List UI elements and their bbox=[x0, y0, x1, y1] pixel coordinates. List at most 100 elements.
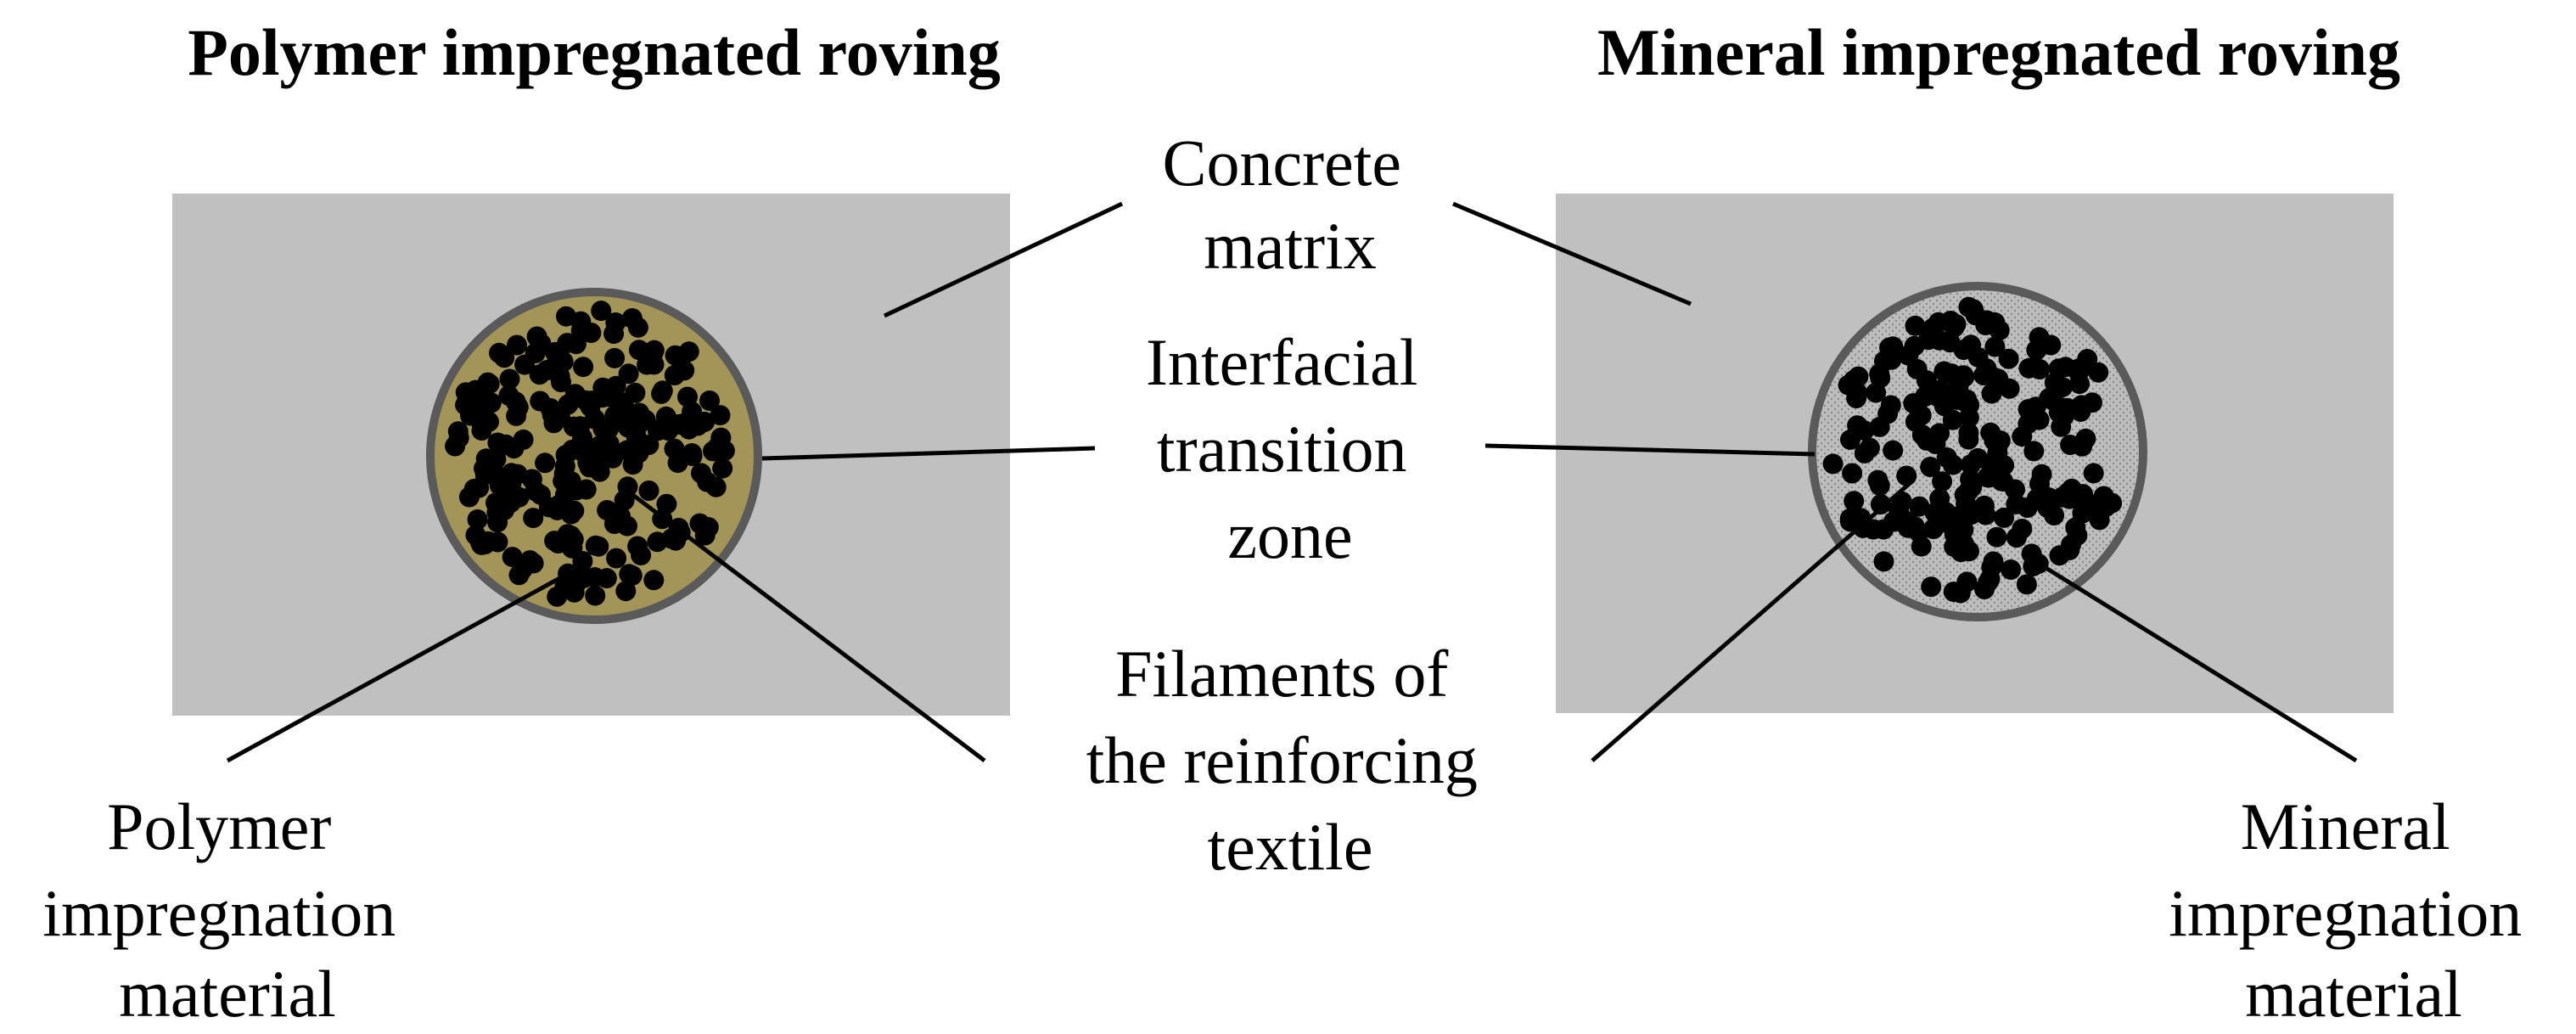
filament-dot bbox=[1929, 488, 1950, 509]
leader-interface-left bbox=[761, 446, 1096, 461]
filament-dot bbox=[514, 354, 536, 375]
filament-dot bbox=[1883, 440, 1904, 461]
filament-dot bbox=[625, 382, 646, 403]
filament-dot bbox=[1980, 422, 2001, 443]
filament-dot bbox=[519, 550, 541, 571]
filament-dot bbox=[1940, 311, 1961, 331]
filament-dot bbox=[1869, 416, 1890, 437]
filament-dot bbox=[1840, 429, 1860, 450]
filament-dot bbox=[665, 530, 687, 551]
filament-dot bbox=[1870, 494, 1891, 514]
left-panel-title: Polymer impregnated roving bbox=[188, 15, 1001, 89]
filament-dot bbox=[1897, 517, 1918, 538]
filament-dot bbox=[647, 531, 668, 553]
leader-polymer-material bbox=[226, 573, 566, 763]
left-filament-bundle bbox=[445, 301, 735, 607]
filament-dot bbox=[1943, 454, 1963, 475]
filament-dot bbox=[1883, 336, 1904, 357]
leader-concrete-left bbox=[883, 201, 1124, 318]
filament-dot bbox=[1933, 396, 1955, 417]
filament-dot bbox=[589, 461, 610, 482]
filament-dot bbox=[1986, 526, 2007, 548]
filament-dot bbox=[1984, 459, 2005, 480]
filament-dot bbox=[2059, 488, 2080, 509]
filament-dot bbox=[712, 458, 733, 479]
filament-dot bbox=[585, 535, 606, 556]
filament-dot bbox=[503, 438, 525, 459]
filament-dot bbox=[2044, 505, 2065, 525]
filament-dot bbox=[1839, 508, 1860, 529]
filament-dot bbox=[1958, 429, 1979, 450]
filament-dot bbox=[1846, 388, 1867, 408]
filament-dot bbox=[1822, 453, 1844, 475]
filament-dot bbox=[598, 433, 620, 454]
filament-dot bbox=[501, 474, 522, 494]
filament-dot bbox=[615, 581, 637, 602]
filament-dot bbox=[1994, 507, 2015, 528]
filament-dot bbox=[474, 458, 494, 479]
filament-dot bbox=[1921, 576, 1942, 598]
filament-dot bbox=[1920, 457, 1941, 477]
filament-dot bbox=[2088, 362, 2109, 383]
filament-dot bbox=[697, 471, 718, 492]
polymer-impregnation-label: Polymer impregnation material bbox=[42, 790, 412, 1031]
filament-dot bbox=[1984, 312, 2006, 333]
filament-dot bbox=[654, 414, 676, 436]
filament-dot bbox=[445, 436, 466, 457]
filament-dot bbox=[638, 480, 659, 501]
filament-dot bbox=[682, 443, 703, 464]
filament-dot bbox=[1959, 541, 1979, 562]
filament-dot bbox=[487, 432, 508, 453]
filament-dot bbox=[2048, 358, 2069, 379]
filament-dot bbox=[1922, 318, 1944, 339]
filament-dot bbox=[1974, 579, 1995, 599]
filament-dot bbox=[621, 308, 643, 329]
filament-dot bbox=[500, 492, 521, 513]
concrete-matrix-label: Concrete matrix bbox=[1162, 126, 1417, 283]
leader-concrete-right bbox=[1452, 201, 1692, 306]
filament-dot bbox=[674, 360, 695, 381]
filament-dot bbox=[2093, 486, 2114, 507]
filament-dot bbox=[564, 384, 586, 405]
filament-dot bbox=[1873, 551, 1894, 572]
filament-dot bbox=[562, 439, 583, 460]
left-interfacial-ring bbox=[426, 288, 762, 624]
filament-dot bbox=[699, 391, 720, 411]
filament-dot bbox=[677, 386, 698, 407]
filament-dot bbox=[2040, 334, 2062, 356]
filament-dot bbox=[1956, 389, 1978, 410]
filament-dot bbox=[1953, 365, 1974, 386]
filament-dot bbox=[2006, 527, 2027, 548]
filament-dot bbox=[652, 380, 673, 402]
leader-filaments-right bbox=[1591, 478, 1916, 762]
filament-dot bbox=[2048, 402, 2069, 424]
filament-dot bbox=[592, 418, 614, 439]
leader-mineral-material bbox=[2025, 554, 2358, 763]
filament-dot bbox=[643, 570, 665, 591]
filament-dot bbox=[677, 411, 699, 432]
filament-dot bbox=[694, 525, 716, 546]
filament-dot bbox=[1983, 551, 2004, 572]
filament-dot bbox=[1889, 499, 1909, 520]
filament-dot bbox=[714, 440, 735, 461]
filament-dot bbox=[656, 493, 677, 514]
filament-dot bbox=[548, 494, 570, 515]
mineral-impregnation-label: Mineral impregnation material bbox=[2169, 790, 2538, 1031]
filament-dot bbox=[556, 306, 576, 327]
filament-dot bbox=[605, 312, 626, 333]
filament-dot bbox=[523, 508, 544, 529]
filament-dot bbox=[540, 359, 560, 379]
filament-dot bbox=[465, 379, 486, 401]
filament-dot bbox=[1863, 519, 1884, 540]
filament-dot bbox=[485, 492, 506, 514]
filament-dot bbox=[596, 568, 617, 589]
filament-dot bbox=[2016, 574, 2037, 595]
filament-dot bbox=[574, 567, 594, 588]
filament-dot bbox=[580, 396, 601, 417]
filament-dot bbox=[627, 536, 648, 557]
filament-dot bbox=[2021, 543, 2042, 565]
filament-dot bbox=[2059, 540, 2080, 560]
filament-dot bbox=[1984, 368, 2006, 389]
right-filament-bundle bbox=[1822, 296, 2123, 604]
filament-dot bbox=[1915, 386, 1935, 407]
